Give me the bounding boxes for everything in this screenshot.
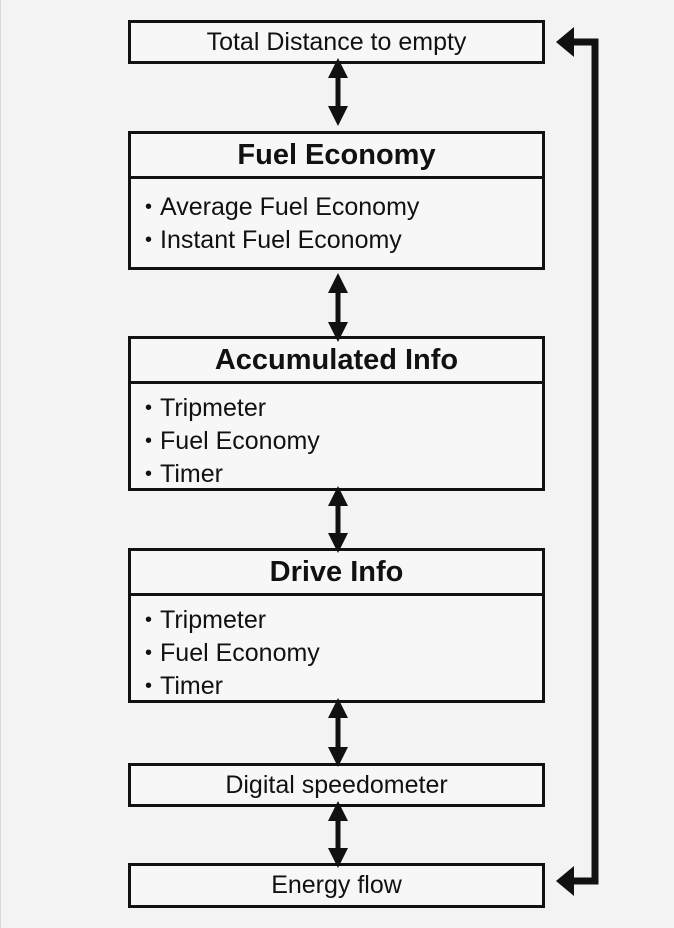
- list-item: • Timer: [145, 670, 542, 703]
- list-item-label: Average Fuel Economy: [160, 193, 420, 221]
- list-item: • Fuel Economy: [145, 425, 542, 458]
- list-item-label: Timer: [160, 672, 223, 700]
- left-frame-line: [0, 0, 1, 928]
- fuel-economy-list: • Average Fuel Economy • Instant Fuel Ec…: [131, 179, 542, 257]
- bullet-icon: •: [145, 609, 153, 631]
- energy-flow-label: Energy flow: [271, 871, 402, 899]
- accumulated-info-list: • Tripmeter • Fuel Economy • Timer: [131, 384, 542, 491]
- drive-info-list: • Tripmeter • Fuel Economy • Timer: [131, 596, 542, 703]
- bullet-icon: •: [145, 430, 153, 452]
- list-item: • Instant Fuel Economy: [145, 224, 542, 257]
- bullet-icon: •: [145, 229, 153, 251]
- loop-connector-line: [572, 38, 599, 885]
- arrowhead-left-icon: [556, 27, 574, 57]
- fuel-economy-box: Fuel Economy • Average Fuel Economy • In…: [128, 131, 545, 270]
- list-item-label: Timer: [160, 460, 223, 488]
- bullet-icon: •: [145, 463, 153, 485]
- energy-flow-box: Energy flow: [128, 863, 545, 908]
- list-item-label: Instant Fuel Economy: [160, 226, 402, 254]
- list-item: • Fuel Economy: [145, 637, 542, 670]
- drive-info-box: Drive Info • Tripmeter • Fuel Economy • …: [128, 548, 545, 703]
- arrowhead-left-icon: [556, 866, 574, 896]
- list-item-label: Tripmeter: [160, 394, 267, 422]
- list-item: • Tripmeter: [145, 604, 542, 637]
- list-item: • Average Fuel Economy: [145, 191, 542, 224]
- bullet-icon: •: [145, 196, 153, 218]
- total-distance-label: Total Distance to empty: [206, 27, 467, 56]
- drive-info-title: Drive Info: [131, 551, 542, 596]
- accumulated-info-title: Accumulated Info: [131, 339, 542, 384]
- digital-speedometer-label: Digital speedometer: [225, 770, 448, 799]
- list-item: • Timer: [145, 458, 542, 491]
- fuel-economy-title: Fuel Economy: [131, 134, 542, 179]
- list-item-label: Fuel Economy: [160, 427, 320, 455]
- bullet-icon: •: [145, 397, 153, 419]
- list-item-label: Fuel Economy: [160, 639, 320, 667]
- list-item: • Tripmeter: [145, 392, 542, 425]
- list-item-label: Tripmeter: [160, 606, 267, 634]
- accumulated-info-box: Accumulated Info • Tripmeter • Fuel Econ…: [128, 336, 545, 491]
- bullet-icon: •: [145, 675, 153, 697]
- bullet-icon: •: [145, 642, 153, 664]
